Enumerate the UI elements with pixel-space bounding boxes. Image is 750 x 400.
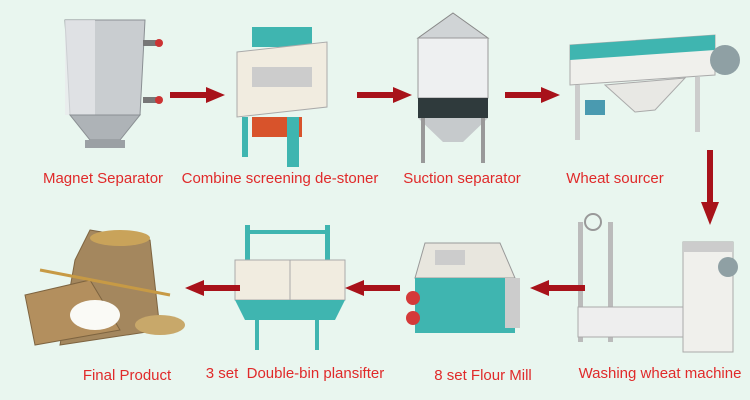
step-label-suction-separator: Suction separator [403, 170, 521, 187]
arrow-right-icon [357, 87, 412, 103]
arrow-right-icon [505, 87, 560, 103]
arrow-down-icon [701, 150, 719, 225]
wheat-washer-image [577, 213, 738, 353]
plansifter-image [234, 225, 346, 350]
final-product-image [24, 229, 185, 346]
arrow-left-icon [345, 280, 400, 296]
arrow-left-icon [185, 280, 240, 296]
magnet-separator-image [64, 19, 163, 148]
step-label-magnet-separator: Magnet Separator [42, 170, 164, 187]
wheat-scourer-image [569, 34, 740, 140]
step-label-wheat-scourer: Wheat sourcer [566, 170, 664, 187]
step-label-destoner: Combine screening de-stoner [181, 170, 379, 187]
destoner-image [236, 27, 328, 167]
flour-mill-image [406, 242, 520, 333]
suction-separator-image [416, 12, 490, 163]
step-label-flour-mill: 8 set Flour Mill [434, 367, 532, 384]
step-label-final-product: Final Product [82, 367, 172, 384]
step-label-plansifter: 3 set Double-bin plansifter [205, 365, 385, 382]
arrow-left-icon [530, 280, 585, 296]
arrow-right-icon [170, 87, 225, 103]
step-label-wheat-washer: Washing wheat machine [578, 365, 742, 382]
